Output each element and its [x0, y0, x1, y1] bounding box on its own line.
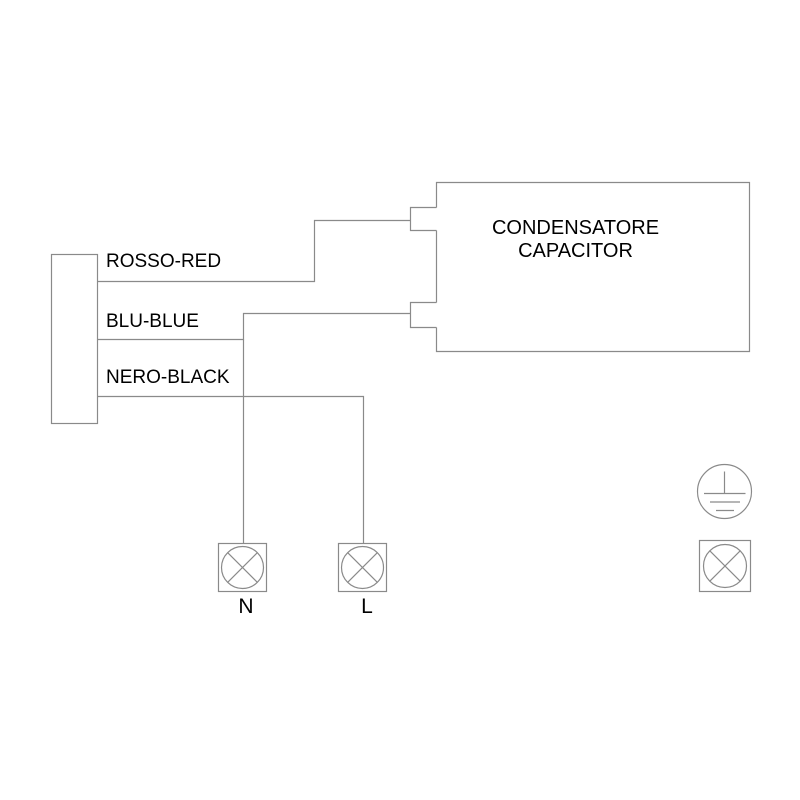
earth-circle — [696, 463, 753, 520]
capacitor-bottom-tab — [409, 301, 437, 329]
wire-blu-blue — [97, 312, 411, 341]
terminal-l-label: L — [361, 595, 373, 618]
wire-rosso-red — [97, 219, 411, 283]
wire-label-blu-blue: BLU-BLUE — [106, 311, 199, 332]
terminal-l-circle — [340, 545, 385, 590]
terminal-l-icon — [337, 542, 388, 593]
terminal-l-cross — [347, 552, 378, 583]
lamp-square — [698, 539, 752, 593]
terminal-n-label: N — [238, 595, 254, 618]
terminal-l-square — [337, 542, 388, 593]
wire-nero-black — [97, 395, 365, 544]
crossed-circle-terminal-icon — [698, 539, 752, 593]
wire-label-rosso-red: ROSSO-RED — [106, 251, 222, 272]
terminal-n-icon — [217, 542, 268, 593]
lamp-circle — [702, 543, 748, 589]
protective-earth-icon — [696, 463, 753, 520]
terminal-n-cross — [227, 552, 258, 583]
capacitor-label-line1: CONDENSATORE — [491, 217, 660, 239]
capacitor-box — [435, 181, 751, 353]
capacitor-top-tab — [409, 206, 437, 232]
connector-block — [50, 253, 99, 425]
lamp-cross — [709, 550, 741, 582]
terminal-n-circle — [220, 545, 265, 590]
capacitor-label-line2: CAPACITOR — [518, 240, 633, 262]
terminal-n-square — [217, 542, 268, 593]
wire-label-nero-black: NERO-BLACK — [106, 367, 230, 388]
earth-bars — [704, 492, 746, 512]
